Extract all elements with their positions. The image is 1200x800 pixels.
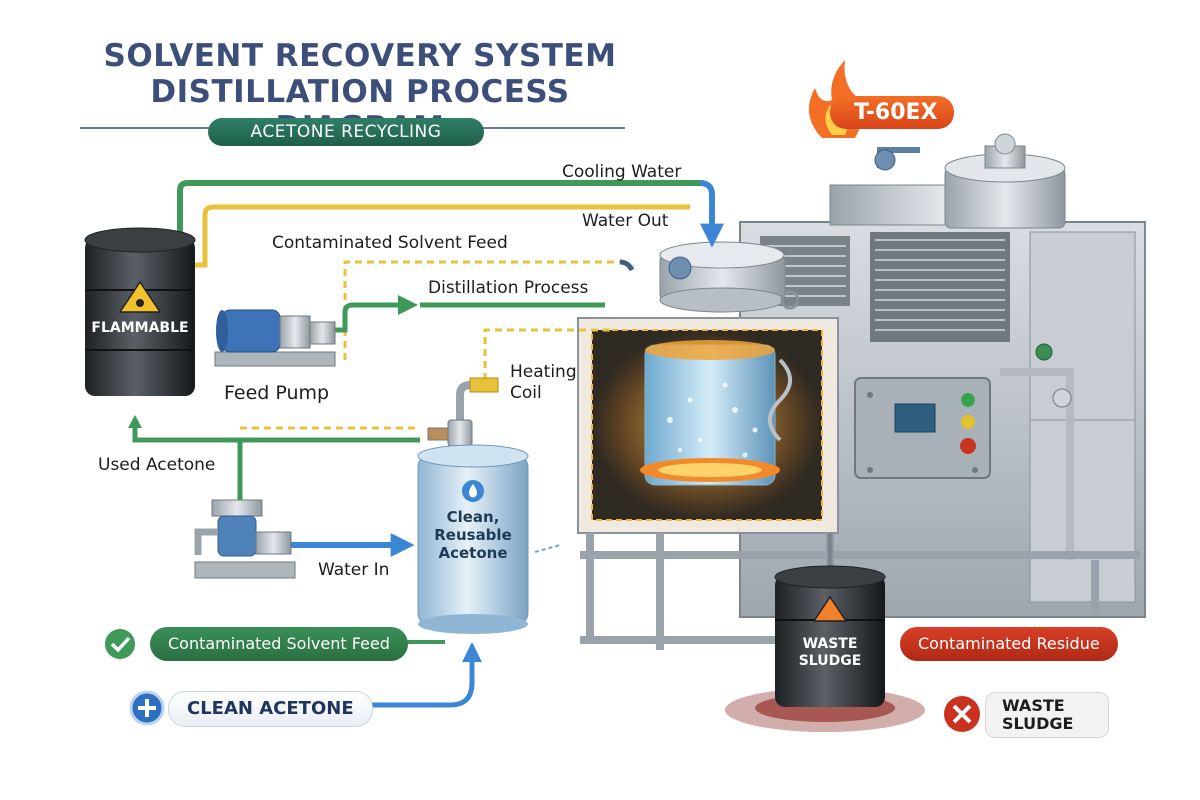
label-water-out: Water Out [582, 211, 669, 231]
clean-drum-line2: Reusable [434, 526, 512, 544]
label-cooling-water: Cooling Water [562, 162, 682, 182]
label-heating-coil-line2: Coil [510, 383, 542, 403]
distillation-unit [577, 133, 1146, 650]
label-feed-pump: Feed Pump [224, 382, 330, 404]
clean-drum-line1: Clean, [446, 508, 500, 526]
control-panel [854, 377, 991, 479]
condenser [829, 133, 1066, 229]
legend-waste-line2: SLUDGE [1002, 714, 1074, 733]
waste-drum-label: WASTE SLUDGE [775, 636, 885, 670]
label-water-in: Water In [318, 560, 390, 580]
subtitle-badge: ACETONE RECYCLING [208, 118, 484, 146]
waste-drum-line1: WASTE [802, 636, 858, 652]
boiler-lid [659, 241, 800, 313]
label-heating-coil: Heating Coil [510, 362, 577, 404]
used-acetone-line [132, 420, 420, 443]
clean-drum-label: Clean, Reusable Acetone [418, 508, 528, 562]
waste-drum-graphic [725, 565, 925, 732]
plus-icon [129, 690, 165, 726]
clean-drum-line3: Acetone [438, 544, 508, 562]
legend-waste-line1: WASTE [1002, 696, 1065, 715]
flammable-drum-graphic [84, 227, 196, 396]
flammable-drum-label: FLAMMABLE [91, 320, 189, 336]
legend-clean-acetone: CLEAN ACETONE [168, 691, 373, 727]
legend-waste-text: WASTE SLUDGE [1002, 697, 1108, 733]
heating-coil-line [483, 328, 610, 380]
contaminated-feed-line [343, 260, 620, 360]
legend-contaminated-feed: Contaminated Solvent Feed [150, 627, 408, 661]
check-icon [105, 629, 135, 659]
cooling-water-drop [699, 180, 724, 248]
hazard-icon-2 [812, 595, 848, 622]
label-distillation: Distillation Process [428, 278, 589, 298]
cooling-water-line [177, 180, 700, 240]
distillation-line [330, 295, 418, 333]
clean-acetone-line [330, 642, 482, 708]
legend-contaminated-residue: Contaminated Residue [900, 627, 1118, 661]
label-contaminated-feed: Contaminated Solvent Feed [272, 233, 508, 253]
valve-assembly [427, 377, 499, 458]
label-used-acetone: Used Acetone [98, 455, 216, 475]
water-pump-graphic [194, 499, 296, 579]
cutaway-chamber [577, 317, 839, 534]
legend-waste-sludge: WASTE SLUDGE [985, 692, 1109, 738]
hazard-icon [118, 280, 162, 313]
model-badge: T-60EX [830, 96, 954, 129]
x-icon [944, 696, 980, 732]
clean-drum-graphic [417, 444, 529, 634]
feed-pump-graphic [214, 309, 336, 367]
label-heating-coil-line1: Heating [510, 362, 577, 382]
title-line-1: SOLVENT RECOVERY SYSTEM [103, 38, 617, 74]
waste-drum-line2: SLUDGE [798, 653, 862, 669]
water-out-line [190, 204, 690, 268]
